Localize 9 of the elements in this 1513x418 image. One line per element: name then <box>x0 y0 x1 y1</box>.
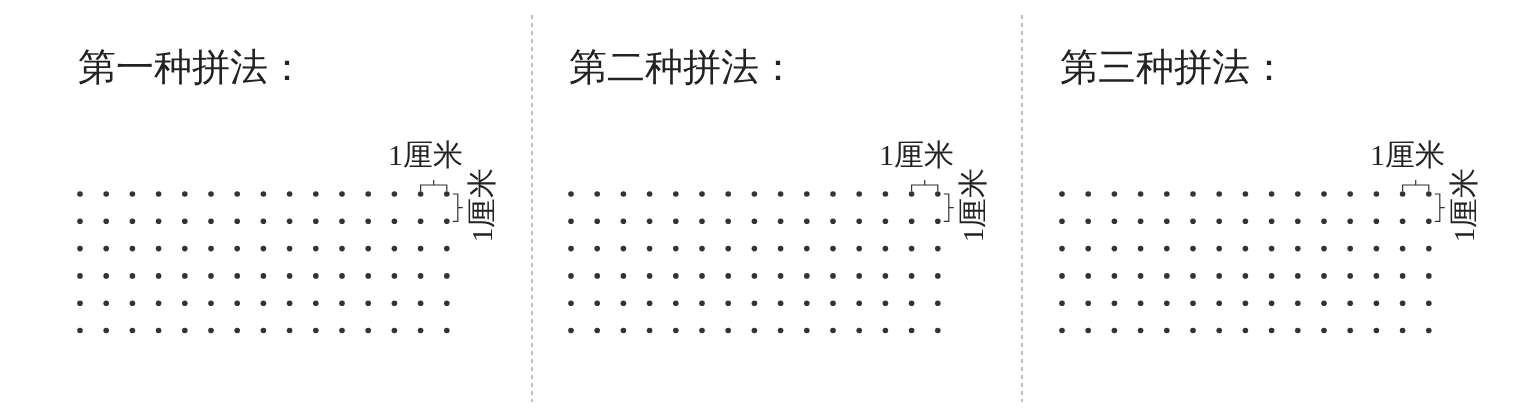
panel-heading: 第二种拼法： <box>569 48 797 86</box>
dimension-label: 1厘米 <box>388 140 463 170</box>
dimension-label: 1厘米 <box>1370 140 1445 170</box>
dimension-label: 1厘米 <box>957 167 988 243</box>
dimension-label: 1厘米 <box>879 140 954 170</box>
dimension-label: 1厘米 <box>1448 167 1479 243</box>
panel-heading: 第一种拼法： <box>78 48 306 86</box>
dimension-label: 1厘米 <box>466 167 497 243</box>
panel-heading: 第三种拼法： <box>1060 48 1288 86</box>
